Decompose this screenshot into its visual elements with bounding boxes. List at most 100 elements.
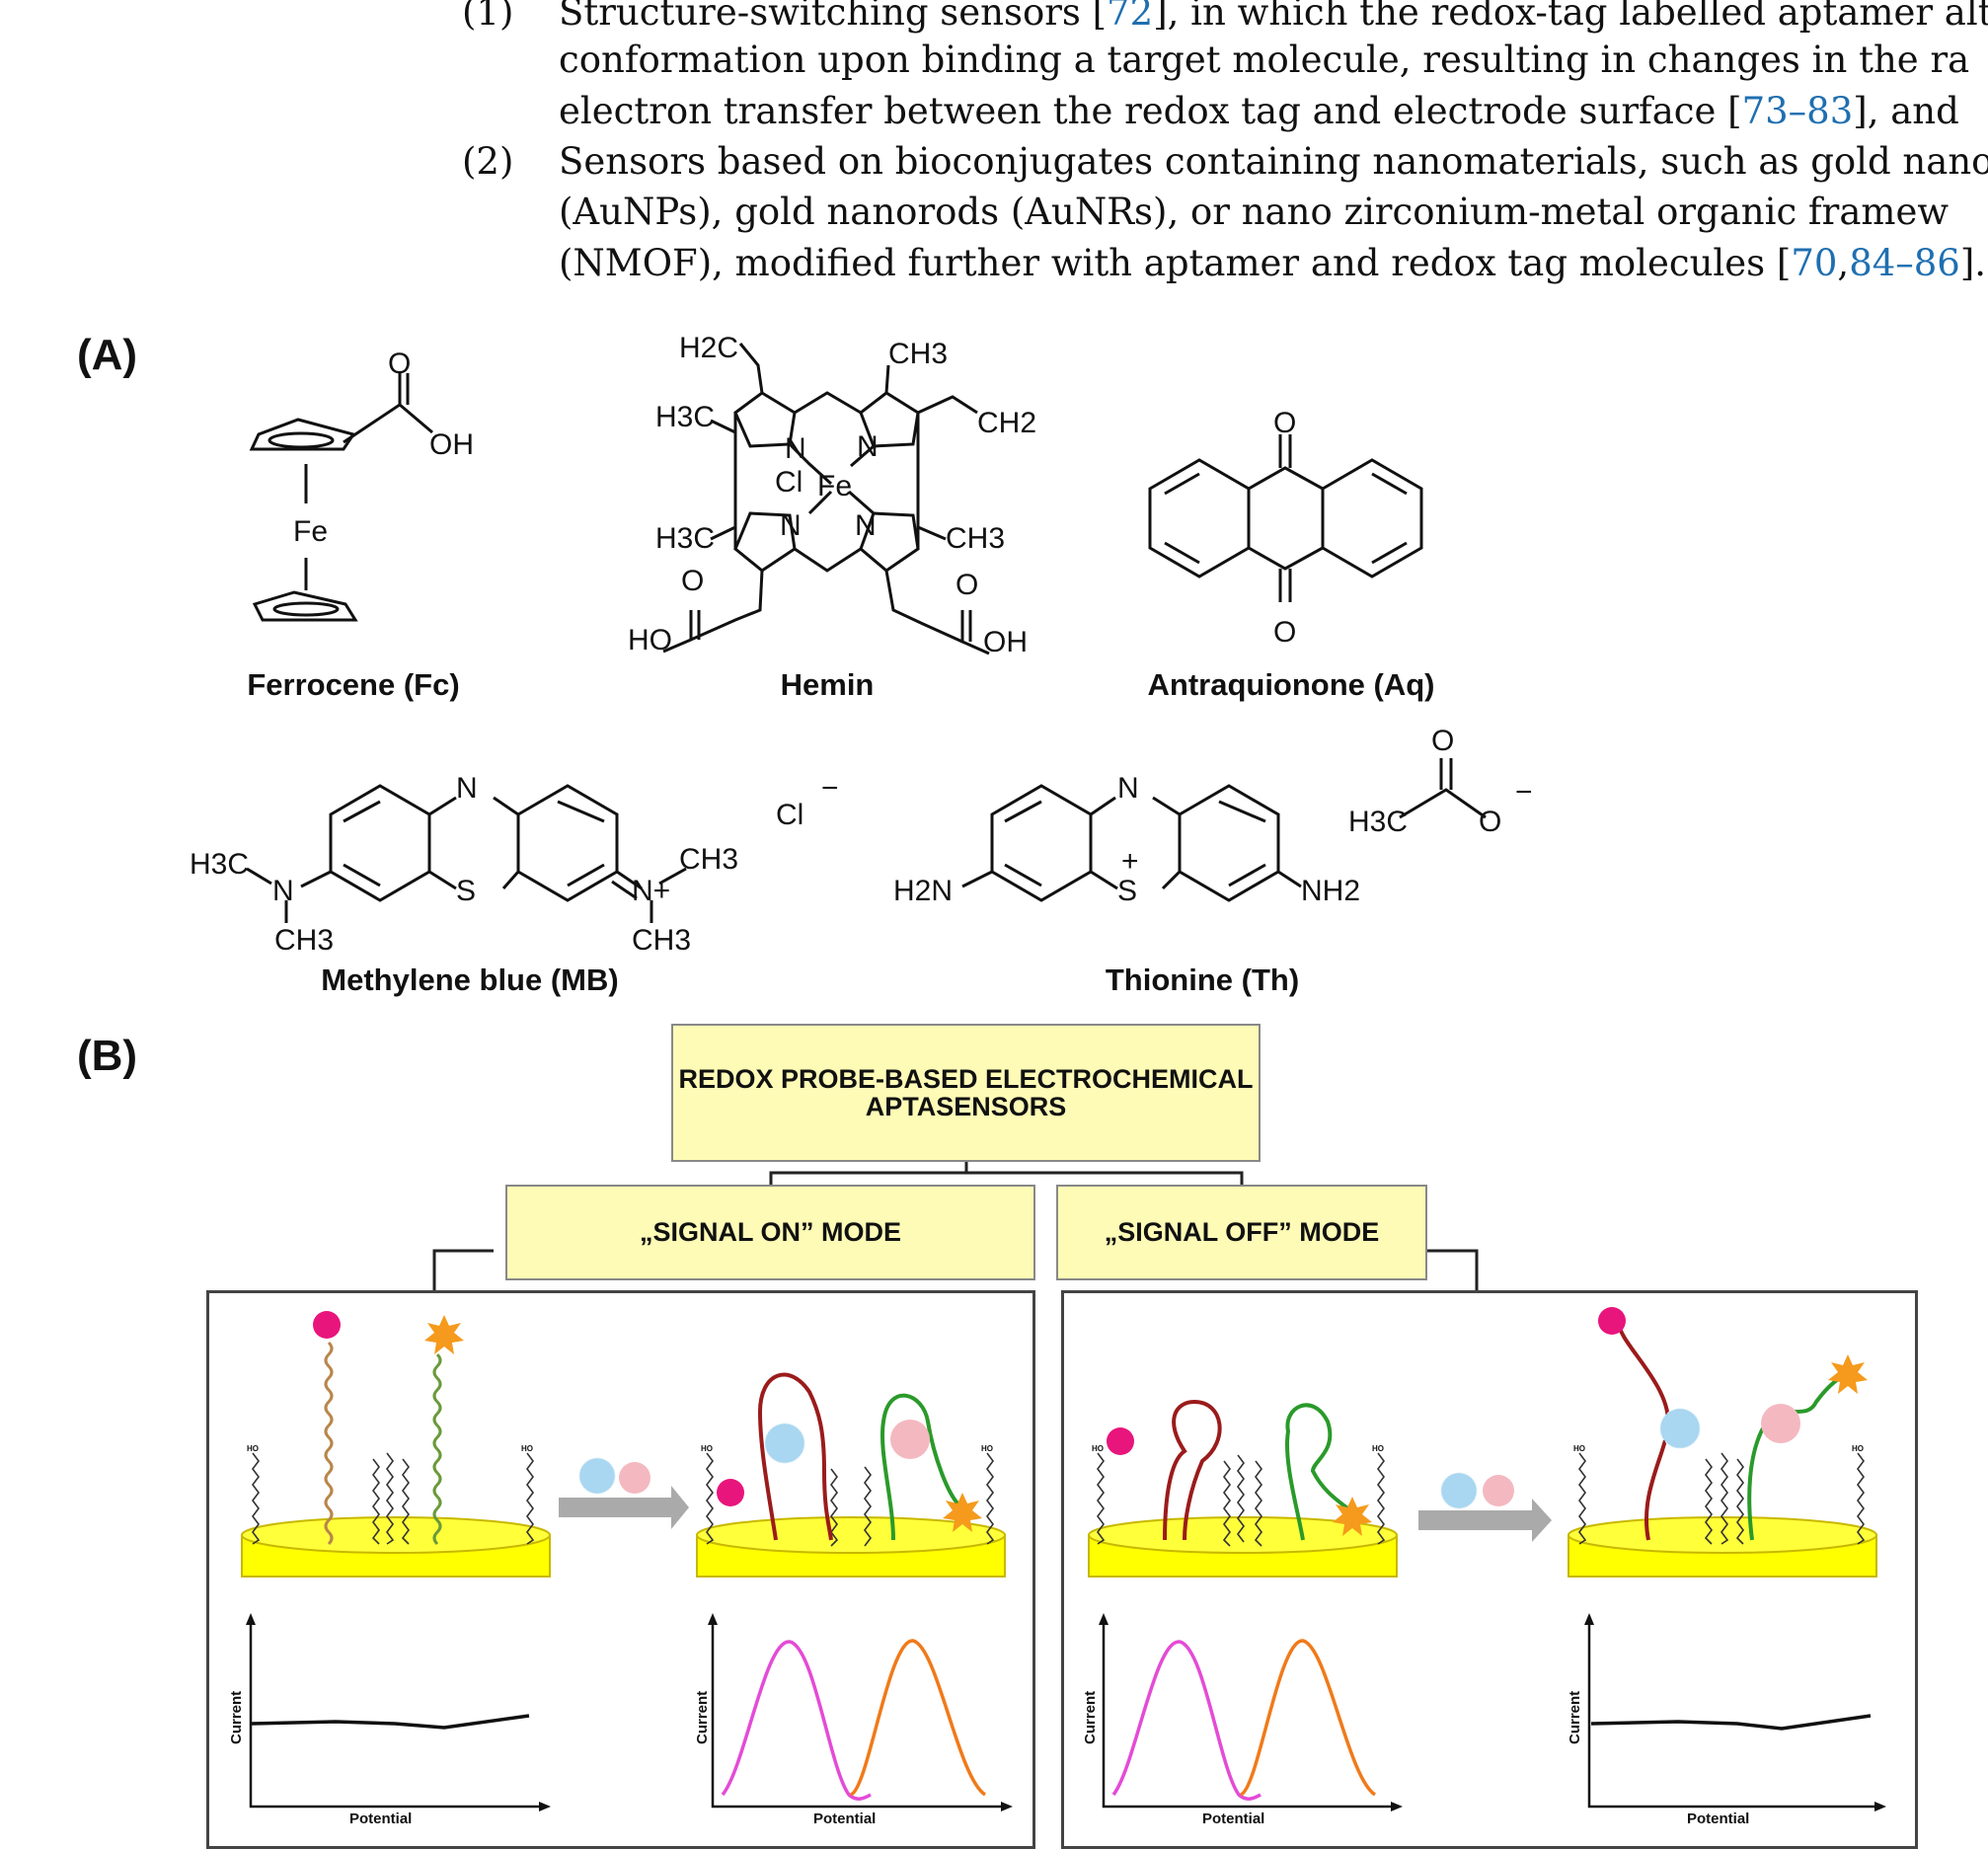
- list-line-3-text: electron transfer between the redox tag …: [559, 90, 1742, 132]
- citation-link[interactable]: 84–86: [1849, 242, 1960, 284]
- x-axis-label: Potential: [1687, 1810, 1749, 1827]
- atom-label: OH: [983, 626, 1028, 658]
- y-axis-label: Current: [1567, 1691, 1583, 1744]
- atom-label: H3C: [1348, 806, 1408, 838]
- off-initial-tags: [1107, 1427, 1372, 1536]
- atom-label: O: [1273, 616, 1296, 649]
- ho-label: HO: [701, 1444, 713, 1453]
- atom-label: N: [456, 772, 478, 805]
- redox-tag-flower: [313, 1311, 341, 1339]
- redox-tag-flower: [1598, 1307, 1626, 1335]
- list-line-4: (2) Sensors based on bioconjugates conta…: [0, 137, 1988, 187]
- ferrocene-atoms: O OH Fe: [293, 347, 474, 548]
- atom-label: N: [855, 509, 877, 542]
- panel-b-label: (B): [77, 1032, 138, 1080]
- y-axis-label: Current: [228, 1691, 245, 1744]
- list-line-1-tail: ], in which the redox-tag labelled aptam…: [1153, 0, 1988, 34]
- atom-label: N: [785, 432, 806, 465]
- ho-label: HO: [1573, 1444, 1585, 1453]
- y-axis-label: Current: [694, 1691, 711, 1744]
- atom-label: CH3: [274, 924, 334, 957]
- list-line-6-tail: ].: [1959, 242, 1987, 284]
- methylene-blue-atoms: N S H3C N CH3 N+ CH3 CH3 Cl −: [190, 772, 839, 957]
- ho-labels: HO HO HO HO HO HO HO HO: [247, 1444, 1864, 1453]
- atom-label: O: [1431, 725, 1454, 757]
- atom-label: N: [780, 509, 802, 542]
- chemical-structures: O OH Fe H2C CH3 H3C CH2 N N Cl Fe N N H3…: [190, 332, 1533, 957]
- atom-label: O: [1479, 806, 1501, 838]
- caption-ferrocene: Ferrocene (Fc): [247, 667, 460, 702]
- axis-labels: Potential Potential Potential Potential …: [228, 1691, 1749, 1827]
- target-ball: [1659, 1408, 1701, 1449]
- peak-trace-orange: [1239, 1639, 1377, 1797]
- off-bound-aptamers: [1617, 1322, 1848, 1541]
- ho-label: HO: [247, 1444, 259, 1453]
- list-line-6-mid: ,: [1837, 242, 1850, 284]
- atom-label: O: [388, 347, 411, 380]
- list-line-6-text: (NMOF), modified further with aptamer an…: [559, 242, 1792, 284]
- ferrocene-structure: [249, 373, 433, 622]
- thionine-atoms: N + S H2N NH2 O H3C O −: [893, 725, 1533, 907]
- ho-label: HO: [521, 1444, 533, 1453]
- atom-label: O: [681, 565, 704, 597]
- hemin-structure: [662, 343, 990, 655]
- atom-label: H3C: [655, 401, 715, 433]
- atom-label: N: [272, 875, 294, 907]
- target-ball: [890, 1420, 930, 1459]
- x-axis-label: Potential: [813, 1810, 876, 1827]
- atom-label: +: [1121, 845, 1139, 878]
- citation-link[interactable]: 70: [1791, 242, 1838, 284]
- atom-label: Fe: [293, 515, 328, 548]
- on-bound-targets: [717, 1420, 982, 1532]
- aptamer-strand: [1285, 1403, 1352, 1541]
- peak-trace-orange: [849, 1639, 987, 1797]
- list-number-2: (2): [462, 140, 514, 183]
- list-line-3: electron transfer between the redox tag …: [0, 87, 1988, 136]
- caption-thionine: Thionine (Th): [1105, 963, 1300, 997]
- list-line-1: (1) Structure-switching sensors [72], in…: [0, 0, 1988, 38]
- signal-on-box: „SIGNAL ON” MODE: [505, 1185, 1035, 1280]
- caption-methylene-blue: Methylene blue (MB): [321, 963, 619, 997]
- aptamer-strand: [757, 1372, 833, 1541]
- list-number-1: (1): [462, 0, 514, 34]
- electrode-1: [241, 1516, 551, 1578]
- anthraquinone-structure: [1148, 434, 1423, 602]
- atom-label: Cl: [776, 799, 803, 831]
- citation-link[interactable]: 72: [1107, 0, 1154, 34]
- atom-label: CH3: [632, 924, 691, 957]
- arrow-off: [1418, 1472, 1552, 1542]
- aptamer-strand: [432, 1352, 442, 1546]
- flat-trace: [1590, 1714, 1872, 1731]
- ho-label: HO: [1852, 1444, 1864, 1453]
- title-line-2: APTASENSORS: [865, 1092, 1067, 1121]
- atom-label: H3C: [190, 848, 249, 881]
- atom-label: −: [1515, 776, 1533, 809]
- methylene-blue-structure: [246, 784, 687, 923]
- redox-tag-flower: [1107, 1427, 1134, 1455]
- list-line-2: conformation upon binding a target molec…: [0, 36, 1988, 85]
- list-line-6: (NMOF), modified further with aptamer an…: [0, 239, 1988, 288]
- atom-label: N+: [632, 875, 670, 907]
- redox-tag-star: [1828, 1354, 1868, 1394]
- aptamer-strand: [880, 1393, 967, 1541]
- voltammogram-axes: [249, 1619, 1880, 1809]
- hemin-atoms: H2C CH3 H3C CH2 N N Cl Fe N N H3C CH3 O …: [628, 332, 1036, 658]
- atom-label: O: [956, 569, 978, 601]
- atom-label: OH: [429, 428, 474, 461]
- list-line-2-text: conformation upon binding a target molec…: [559, 39, 1970, 81]
- citation-link[interactable]: 73–83: [1741, 90, 1854, 132]
- atom-label: Fe: [817, 470, 852, 502]
- on-initial-aptamers: [324, 1341, 442, 1546]
- off-initial-aptamers: [1163, 1399, 1352, 1541]
- x-axis-label: Potential: [349, 1810, 412, 1827]
- panel-a-label: (A): [77, 331, 138, 379]
- on-initial-tags: [313, 1311, 464, 1354]
- ho-label: HO: [1372, 1444, 1384, 1453]
- atom-label: HO: [628, 624, 672, 656]
- peak-trace-magenta: [1111, 1640, 1262, 1801]
- atom-label: NH2: [1301, 875, 1360, 907]
- atom-label: S: [456, 875, 476, 907]
- aptasensors-title-box: REDOX PROBE-BASED ELECTROCHEMICAL APTASE…: [671, 1024, 1261, 1162]
- aptamer-strand: [324, 1341, 334, 1546]
